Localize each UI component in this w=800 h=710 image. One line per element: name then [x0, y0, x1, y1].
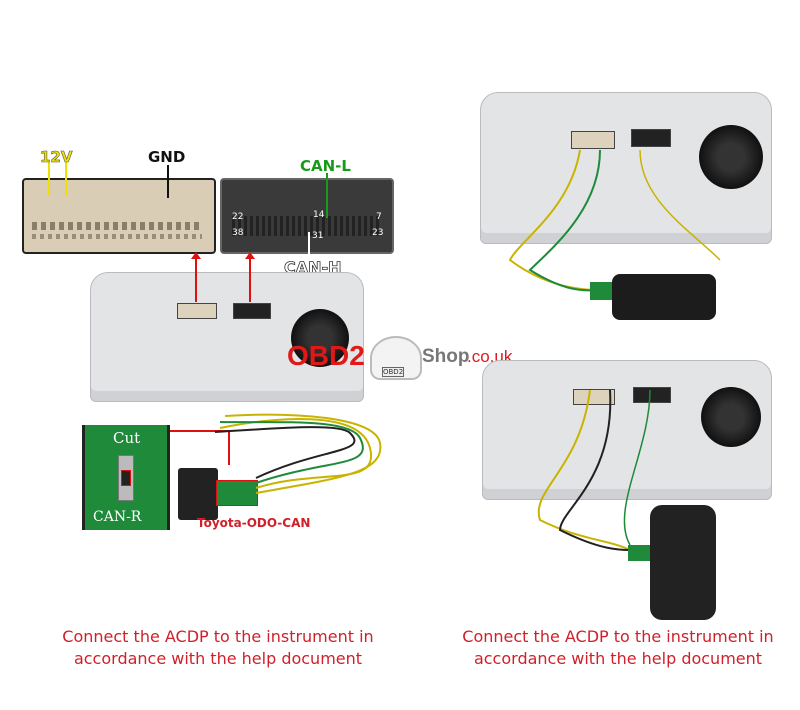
instrument-cluster-left: [90, 272, 364, 402]
label-can-l: CAN-L: [300, 157, 351, 175]
instrument-cluster-right-top: [480, 92, 772, 244]
label-12v: 12V: [40, 148, 73, 167]
pin-number: 31: [312, 231, 324, 241]
pin-can-l: [326, 173, 328, 218]
pin-gnd: [167, 165, 169, 198]
arrow-up-icon: [245, 252, 255, 302]
pin-number: 38: [232, 228, 244, 238]
db-connector: [178, 468, 218, 520]
instrument-cluster-right-bottom: [482, 360, 772, 500]
pcb-board: Cut CAN-R: [82, 425, 170, 530]
acdp-device: [650, 505, 716, 620]
acdp-obd-module: [612, 274, 716, 320]
pin-12v-a: [48, 162, 50, 196]
label-gnd: GND: [148, 148, 186, 166]
white-connector: [22, 178, 216, 254]
pin-number: 7: [376, 212, 382, 222]
arrow-up-icon: [191, 252, 201, 302]
pin-number: 14: [313, 210, 325, 220]
black-connector: [220, 178, 394, 254]
cable-label: Toyota-ODO-CAN: [197, 516, 311, 530]
pin-can-h: [308, 232, 310, 260]
obd2shop-logo: OBD2 OBD2 Shop .co.uk: [287, 336, 517, 380]
cable-wires: [214, 413, 382, 494]
pin-number: 22: [232, 212, 244, 222]
wires-bottom: [537, 390, 651, 551]
wires-top: [508, 150, 721, 292]
dip-switch[interactable]: [118, 455, 134, 501]
pin-12v-b: [65, 162, 67, 196]
pin-number: 23: [372, 228, 384, 238]
